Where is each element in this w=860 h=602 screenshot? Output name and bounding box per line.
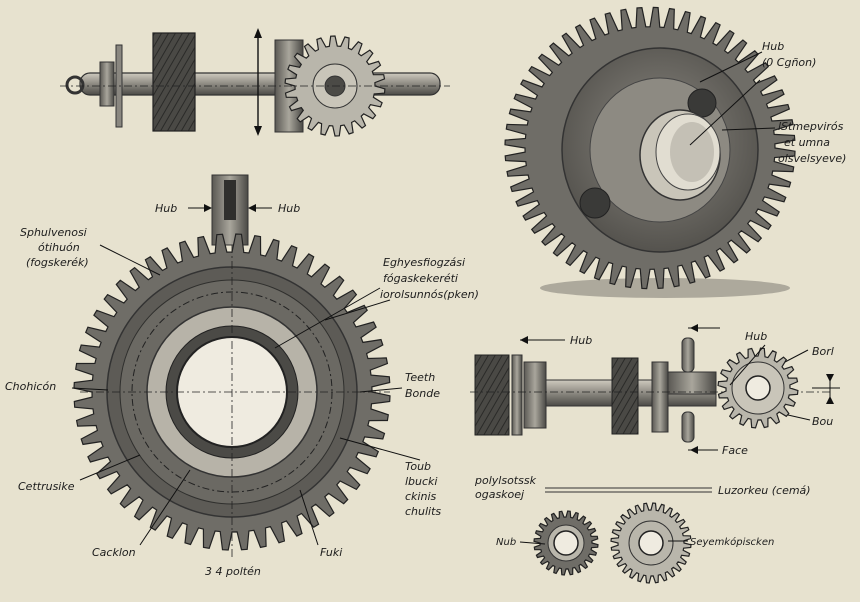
label-borl: Borl bbox=[812, 345, 834, 358]
label-bonde: Bonde bbox=[405, 387, 440, 400]
leader-line bbox=[699, 51, 763, 83]
label-side-1: lStmepvirós bbox=[778, 120, 844, 133]
label-left-top-1: Sphulvenosi bbox=[20, 226, 87, 239]
label-small-right: Seyemkópiscken bbox=[690, 536, 774, 548]
arrow bbox=[690, 446, 698, 454]
label-bottom-right: Fuki bbox=[320, 546, 342, 559]
label-right-top-3: iorolsunnós(pken) bbox=[380, 288, 479, 301]
right-shaft-assembly: Hub Hub Borl Bou Face bbox=[470, 324, 840, 457]
label-bottom-left: Cacklon bbox=[92, 546, 136, 559]
label-side-2: et umna bbox=[784, 136, 830, 149]
leader-line bbox=[689, 79, 761, 146]
label-assembly-hub-right: Hub bbox=[745, 330, 767, 343]
label-bottom-center: 3 4 poltén bbox=[205, 565, 261, 578]
helical-gear-side bbox=[474, 354, 510, 436]
leader-line bbox=[784, 349, 809, 363]
small-gears: Nub Seyemkópiscken bbox=[496, 502, 774, 584]
arrow bbox=[690, 324, 698, 332]
keyway bbox=[224, 180, 236, 220]
leader-line bbox=[139, 469, 191, 546]
label-right-low-1: Toub bbox=[405, 460, 431, 473]
leader-line bbox=[99, 244, 161, 276]
collar bbox=[511, 354, 523, 436]
shaft-collar bbox=[99, 61, 115, 107]
leader-line bbox=[71, 387, 109, 391]
label-left-top-2: ótihuón bbox=[38, 241, 80, 254]
shaft-eyelet bbox=[65, 75, 85, 95]
label-left-top-3: (fogskerék) bbox=[26, 256, 89, 269]
label-hub-sub: (0 Cgñon) bbox=[762, 56, 816, 69]
label-right-top-1: Eghyesfiogzási bbox=[383, 256, 465, 269]
leader-line bbox=[274, 287, 381, 349]
leader-line bbox=[79, 454, 141, 481]
spur-bore bbox=[745, 375, 771, 401]
label-right-low-3: ckinis bbox=[405, 490, 437, 503]
label-section-left-1: polylsotssk bbox=[474, 474, 537, 487]
label-shaft-hub-right: Hub bbox=[278, 202, 300, 215]
helical-gear-side-2 bbox=[611, 357, 639, 435]
label-side-3: olsvelsyeve) bbox=[778, 152, 846, 165]
pin-top bbox=[681, 337, 695, 373]
top-left-shaft-assembly bbox=[60, 28, 450, 137]
leader-line bbox=[721, 127, 776, 131]
arrow-up bbox=[254, 28, 262, 38]
leader-line bbox=[324, 299, 391, 321]
bore-shading bbox=[670, 122, 714, 182]
label-small-left: Nub bbox=[496, 537, 516, 548]
arrow bbox=[204, 204, 212, 212]
gear-shadow bbox=[540, 278, 790, 298]
label-bou: Bou bbox=[812, 415, 833, 428]
label-left-mid: Chohicón bbox=[5, 380, 56, 393]
leader-line bbox=[519, 541, 546, 545]
left-large-gear: Hub Hub Sphulvenosi ótihuón (fogskerék) … bbox=[5, 174, 479, 578]
leader-line bbox=[729, 344, 766, 386]
label-right-top-2: fógaskekeréti bbox=[383, 272, 458, 285]
section-header: polylsotssk ogaskoej Luzorkeu (cemá) bbox=[474, 474, 811, 501]
label-right-low-2: lbucki bbox=[405, 475, 437, 488]
arrow bbox=[826, 374, 834, 382]
small-gear-bore bbox=[638, 530, 664, 556]
label-assembly-hub-left: Hub bbox=[570, 334, 592, 347]
shaft-body bbox=[79, 72, 441, 96]
label-section-left-2: ogaskoej bbox=[475, 488, 525, 501]
small-gear-bore bbox=[553, 530, 579, 556]
label-shaft-hub-left: Hub bbox=[155, 202, 177, 215]
label-right-low-4: chulits bbox=[405, 505, 441, 518]
hub-block bbox=[651, 361, 669, 433]
leader-line bbox=[339, 437, 421, 461]
bolt-hole bbox=[579, 187, 611, 219]
label-teeth: Teeth bbox=[405, 371, 435, 384]
arm bbox=[667, 371, 717, 395]
collar bbox=[523, 361, 547, 429]
leader-line bbox=[787, 414, 811, 421]
leader-line bbox=[299, 489, 319, 546]
arrow bbox=[248, 204, 256, 212]
arrow bbox=[520, 336, 528, 344]
helical-gear-side bbox=[152, 32, 196, 132]
label-face: Face bbox=[722, 444, 748, 457]
pin-bottom bbox=[681, 411, 695, 443]
arrow bbox=[826, 396, 834, 404]
top-right-gear: Hub (0 Cgñon) lStmepvirós et umna olsvel… bbox=[504, 6, 846, 298]
arrow-down bbox=[254, 126, 262, 136]
label-section-right: Luzorkeu (cemá) bbox=[718, 484, 811, 497]
leader-line bbox=[359, 387, 403, 393]
label-hub: Hub bbox=[762, 40, 784, 53]
label-left-low: Cettrusike bbox=[18, 480, 75, 493]
